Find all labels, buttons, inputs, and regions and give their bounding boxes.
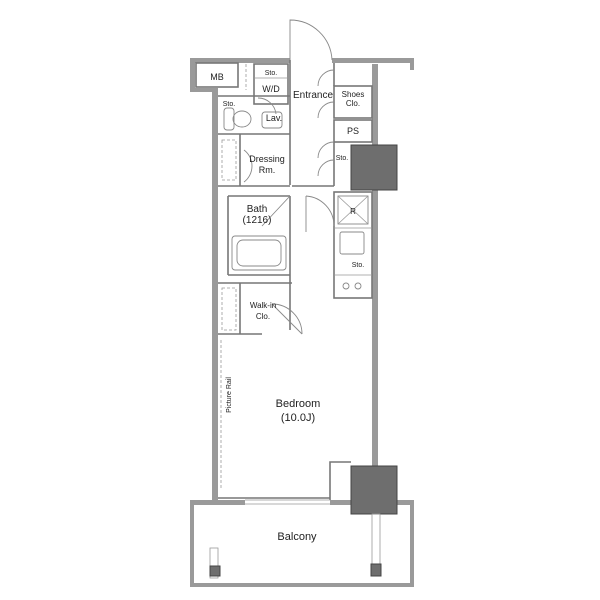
label-mb: MB bbox=[210, 72, 224, 82]
column-lower-right bbox=[350, 465, 398, 515]
label-shoes: Shoes bbox=[342, 90, 365, 99]
label-sto-kitchen: Sto. bbox=[352, 262, 365, 269]
doors bbox=[243, 19, 335, 335]
label-sto-left: Sto. bbox=[223, 101, 236, 108]
interior-walls bbox=[195, 60, 373, 500]
label-walkin-clo: Clo. bbox=[256, 312, 270, 321]
label-dressing-rm: Rm. bbox=[259, 165, 276, 175]
room-labels: MB Sto. W/D Sto. Lav. Entrance Shoes Clo… bbox=[210, 70, 364, 543]
label-shoes-clo: Clo. bbox=[346, 99, 360, 108]
label-dressing: Dressing bbox=[249, 154, 285, 164]
label-bedroom: Bedroom bbox=[276, 398, 321, 410]
label-bath-size: (1216) bbox=[243, 215, 272, 226]
fixtures bbox=[220, 64, 369, 505]
label-walkin: Walk-in bbox=[250, 301, 276, 310]
label-lav: Lav. bbox=[266, 113, 282, 123]
column-upper-right bbox=[350, 144, 398, 191]
label-fridge: R bbox=[350, 207, 356, 216]
label-entrance: Entrance bbox=[293, 90, 333, 101]
label-picture-rail: Picture Rail bbox=[226, 377, 233, 413]
label-wd: W/D bbox=[262, 84, 280, 94]
columns bbox=[209, 144, 398, 579]
label-balcony: Balcony bbox=[277, 531, 317, 543]
label-bedroom-size: (10.0J) bbox=[281, 412, 315, 424]
label-sto-top: Sto. bbox=[265, 70, 278, 77]
outer-walls bbox=[190, 58, 414, 587]
label-ps: PS bbox=[347, 126, 359, 136]
label-sto-mid: Sto. bbox=[336, 155, 349, 162]
label-bath: Bath bbox=[247, 204, 268, 215]
